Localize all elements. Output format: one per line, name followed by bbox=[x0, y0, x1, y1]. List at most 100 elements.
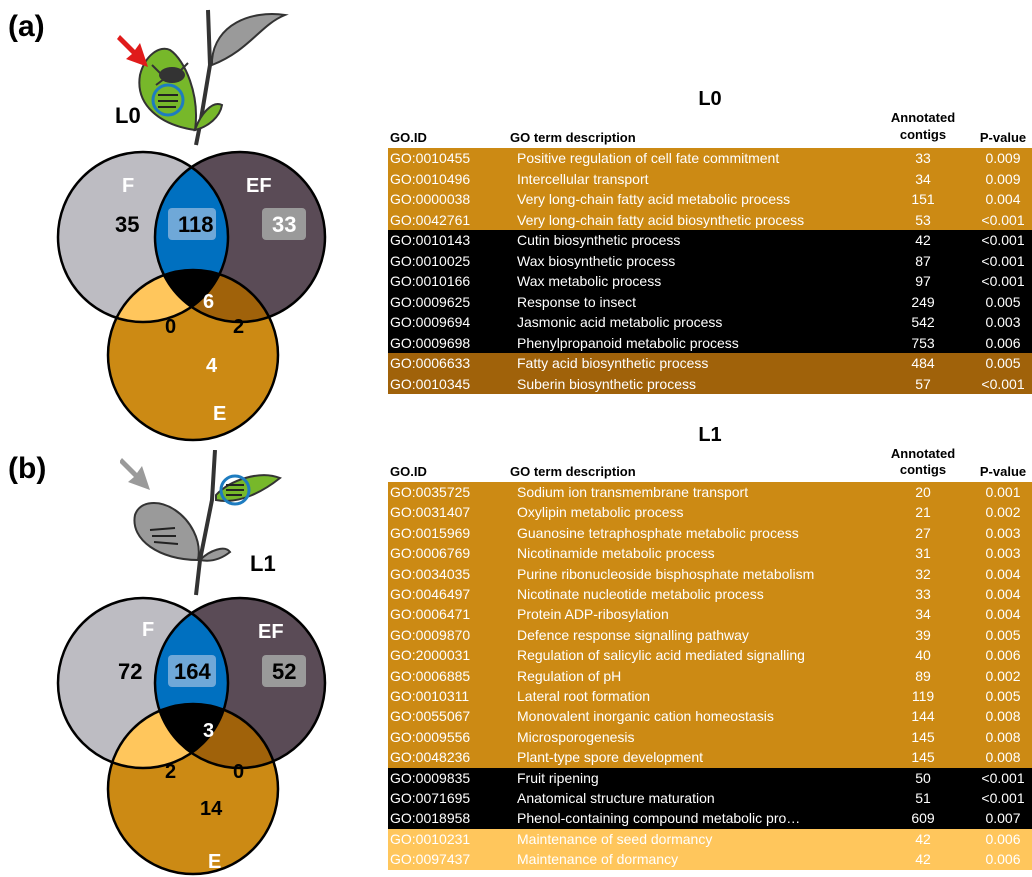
description-cell: Guanosine tetraphosphate metabolic proce… bbox=[517, 524, 799, 541]
header-annotated: Annotated bbox=[890, 446, 956, 461]
contigs-cell: 51 bbox=[915, 790, 931, 806]
contigs-cell: 42 bbox=[915, 851, 931, 868]
p-value-cell: <0.001 bbox=[981, 273, 1025, 289]
go-id-cell: GO:0010231 bbox=[390, 830, 471, 847]
go-id-cell: GO:0035725 bbox=[390, 484, 471, 500]
description-cell: Fruit ripening bbox=[517, 769, 599, 786]
green-leaf bbox=[138, 47, 197, 132]
count-F-only: 35 bbox=[115, 212, 139, 237]
go-id-cell: GO:0010345 bbox=[390, 375, 471, 392]
description-cell: Anatomical structure maturation bbox=[517, 790, 715, 806]
go-id-cell: GO:0097437 bbox=[390, 851, 471, 868]
p-value-cell: 0.008 bbox=[985, 708, 1021, 725]
insect bbox=[159, 67, 185, 83]
table-title: L1 bbox=[698, 424, 722, 446]
focus-circle-icon bbox=[219, 474, 251, 506]
go-id-cell: GO:0006769 bbox=[390, 545, 471, 562]
p-value-cell: 0.003 bbox=[985, 545, 1021, 562]
count-EF-only: 52 bbox=[272, 659, 296, 684]
set-label-F: F bbox=[122, 175, 134, 197]
focus-circle-icon bbox=[151, 83, 185, 117]
plant-label-a: L0 bbox=[115, 103, 141, 128]
go-id-cell: GO:0034035 bbox=[390, 565, 471, 582]
header-annotated: Annotated bbox=[890, 110, 956, 125]
description-cell: Regulation of pH bbox=[517, 667, 622, 684]
p-value-cell: 0.002 bbox=[985, 504, 1021, 521]
go-id-cell: GO:0006633 bbox=[390, 355, 471, 371]
count-F-E: 0 bbox=[165, 316, 176, 338]
p-value-cell: 0.004 bbox=[985, 191, 1021, 207]
table-title: L0 bbox=[698, 88, 722, 110]
contigs-cell: 609 bbox=[911, 810, 935, 827]
contigs-cell: 119 bbox=[911, 688, 935, 704]
go-id-cell: GO:0010311 bbox=[390, 688, 470, 704]
p-value-cell: <0.001 bbox=[981, 375, 1025, 392]
table-row: GO:0006769 Nicotinamide metabolic process… bbox=[388, 543, 1032, 564]
description-cell: Positive regulation of cell fate commitm… bbox=[517, 150, 780, 166]
go-id-cell: GO:0009870 bbox=[390, 626, 471, 643]
description-cell: Jasmonic acid metabolic process bbox=[517, 314, 723, 330]
contigs-cell: 32 bbox=[915, 565, 931, 582]
table-row: GO:0034035 Purine ribonucleoside bisphosp… bbox=[388, 563, 1032, 584]
description-cell: Microsporogenesis bbox=[517, 728, 635, 745]
p-value-cell: 0.005 bbox=[985, 626, 1021, 643]
p-value-cell: 0.003 bbox=[985, 524, 1021, 541]
contigs-cell: 89 bbox=[915, 667, 931, 684]
description-cell: Monovalent inorganic cation homeostasis bbox=[517, 708, 774, 725]
description-cell: Wax biosynthetic process bbox=[517, 252, 676, 269]
venn-diagram-a: F EF E 35 118 33 0 6 2 4 bbox=[56, 150, 327, 442]
table-row: GO:0071695 Anatomical structure maturatio… bbox=[388, 788, 1032, 809]
go-id-cell: GO:0009556 bbox=[390, 728, 471, 745]
p-value-cell: <0.001 bbox=[981, 790, 1025, 806]
contigs-cell: 53 bbox=[915, 211, 931, 228]
red-arrow-icon bbox=[117, 35, 148, 67]
contigs-cell: 484 bbox=[911, 355, 935, 371]
contigs-cell: 27 bbox=[915, 524, 931, 541]
go-id-cell: GO:0071695 bbox=[390, 790, 471, 806]
p-value-cell: 0.007 bbox=[985, 810, 1021, 827]
description-cell: Nicotinamide metabolic process bbox=[517, 545, 715, 562]
go-id-cell: GO:0018958 bbox=[390, 810, 471, 827]
contigs-cell: 39 bbox=[915, 626, 931, 643]
header-description: GO term description bbox=[510, 464, 636, 479]
count-EF-E: 0 bbox=[233, 761, 244, 783]
plant-illustration-b bbox=[120, 450, 282, 596]
contigs-cell: 87 bbox=[915, 252, 931, 269]
go-id-cell: GO:0009698 bbox=[390, 334, 471, 351]
description-cell: Protein ADP-ribosylation bbox=[517, 606, 669, 623]
p-value-cell: 0.001 bbox=[985, 484, 1021, 500]
go-id-cell: GO:0048236 bbox=[390, 749, 471, 766]
contigs-cell: 249 bbox=[911, 293, 935, 310]
description-cell: Intercellular transport bbox=[517, 170, 649, 187]
panel-label-a: (a) bbox=[8, 10, 45, 43]
header-p-value: P-value bbox=[979, 130, 1027, 145]
description-cell: Nicotinate nucleotide metabolic process bbox=[517, 586, 764, 602]
description-cell: Oxylipin metabolic process bbox=[517, 504, 684, 521]
table-L1: L1 Annotated GO.ID GO term description c… bbox=[388, 424, 1032, 877]
go-id-cell: GO:0010143 bbox=[390, 232, 471, 248]
p-value-cell: <0.001 bbox=[981, 769, 1025, 786]
contigs-cell: 34 bbox=[915, 170, 931, 187]
p-value-cell: <0.001 bbox=[981, 252, 1025, 269]
table-L0: L0 Annotated GO.ID GO term description c… bbox=[388, 88, 1032, 400]
description-cell: Maintenance of seed dormancy bbox=[517, 830, 713, 847]
description-cell: Purine ribonucleoside bisphosphate metab… bbox=[517, 565, 815, 582]
p-value-cell: 0.002 bbox=[985, 667, 1021, 684]
go-id-cell: GO:0006471 bbox=[390, 606, 471, 623]
p-value-cell: 0.004 bbox=[985, 606, 1021, 623]
panel-label-b: (b) bbox=[8, 452, 47, 485]
description-cell: Maintenance of dormancy bbox=[517, 851, 679, 868]
